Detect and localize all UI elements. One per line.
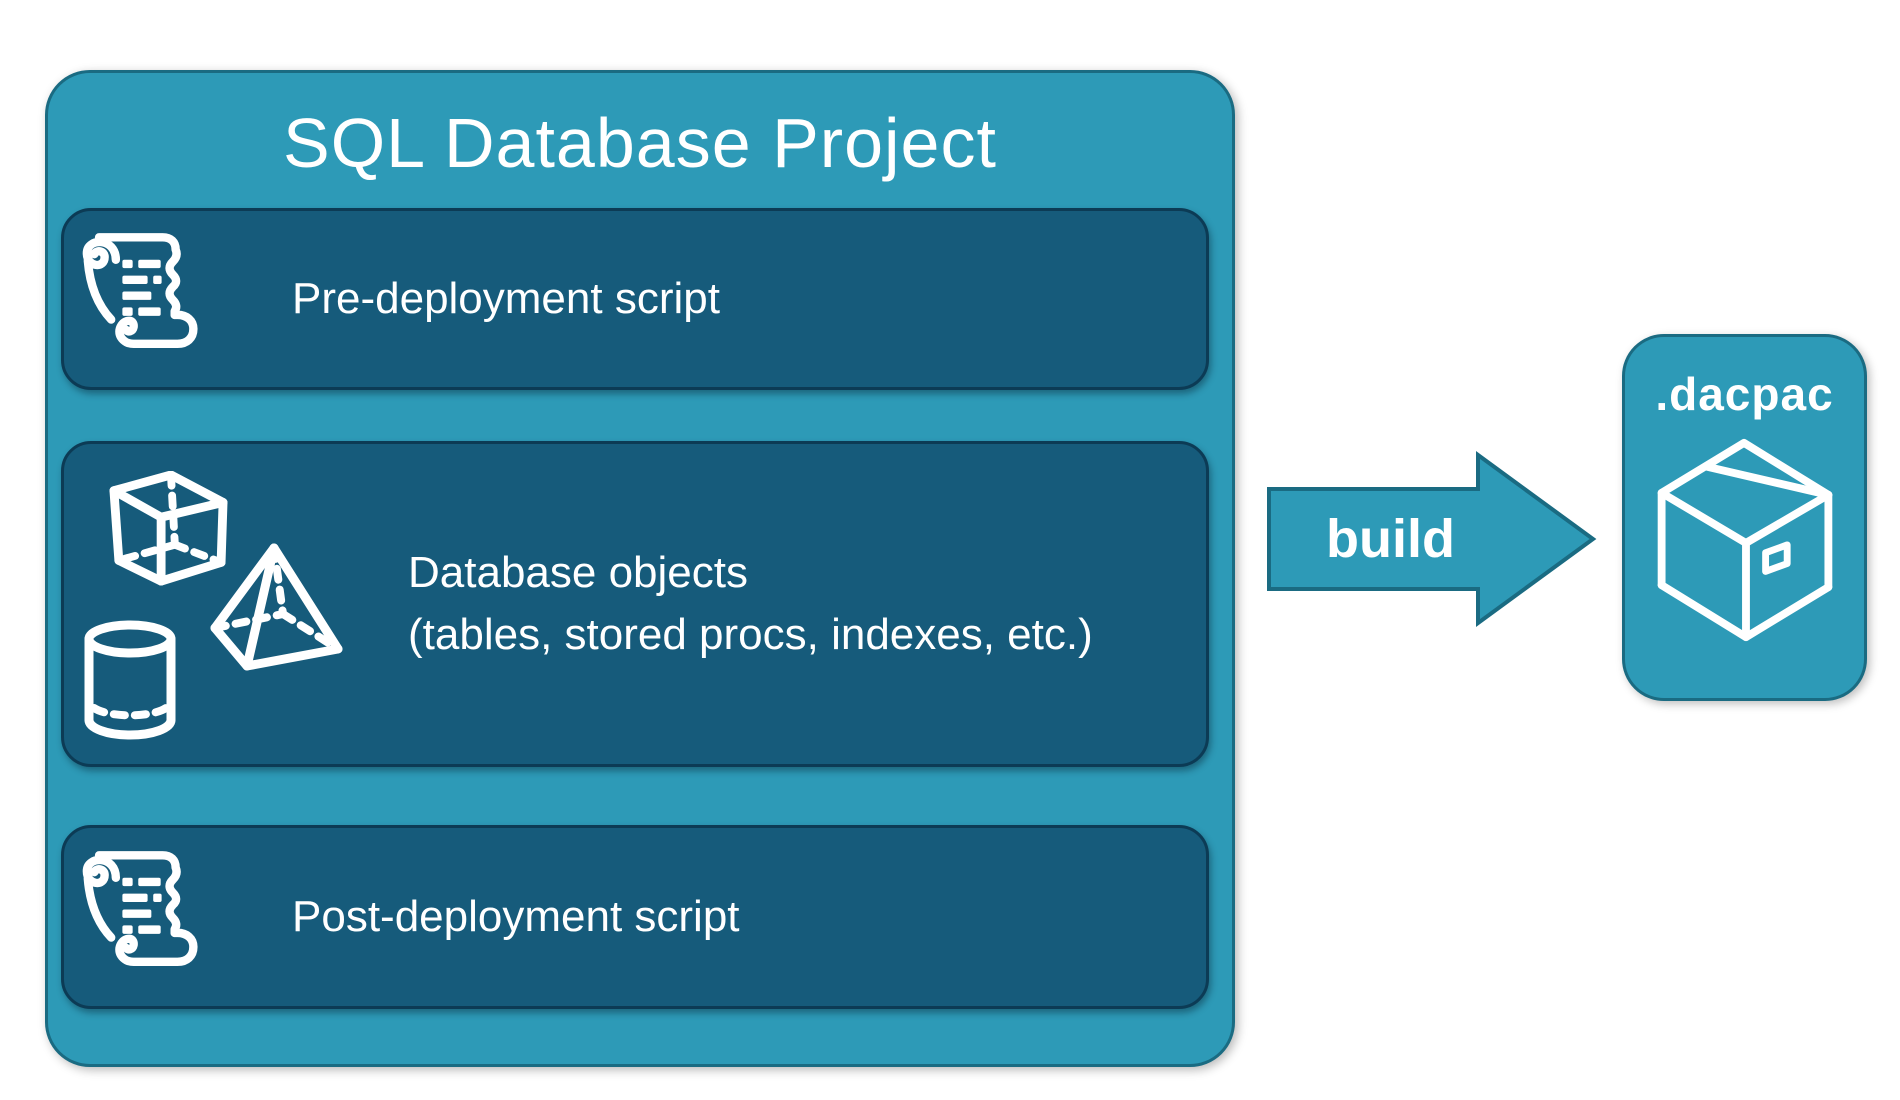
pyramid-icon bbox=[210, 543, 343, 671]
sql-database-project-container: SQL Database Project Pre-deployment scri… bbox=[45, 70, 1235, 1067]
post-deployment-label: Post-deployment script bbox=[292, 892, 740, 941]
dacpac-label: .dacpac bbox=[1655, 368, 1834, 420]
scroll-text-lines bbox=[122, 259, 162, 316]
cylinder-icon bbox=[84, 620, 176, 740]
build-arrow-label: build bbox=[1326, 509, 1455, 569]
pre-deployment-box: Pre-deployment script bbox=[61, 208, 1209, 390]
scroll-text-lines bbox=[122, 877, 162, 934]
scroll-icon bbox=[82, 851, 198, 967]
package-icon bbox=[1657, 438, 1832, 642]
database-objects-label: Database objects (tables, stored procs, … bbox=[408, 542, 1093, 666]
scroll-icon bbox=[82, 233, 198, 349]
page-title: SQL Database Project bbox=[283, 104, 997, 182]
pre-deployment-label: Pre-deployment script bbox=[292, 274, 720, 323]
build-arrow bbox=[1267, 451, 1597, 627]
database-objects-line2: (tables, stored procs, indexes, etc.) bbox=[408, 610, 1093, 659]
cube-icon bbox=[109, 471, 228, 586]
dacpac-box: .dacpac bbox=[1622, 334, 1867, 701]
post-deployment-box: Post-deployment script bbox=[61, 825, 1209, 1009]
database-objects-line1: Database objects bbox=[408, 548, 748, 597]
database-objects-box: Database objects (tables, stored procs, … bbox=[61, 441, 1209, 767]
